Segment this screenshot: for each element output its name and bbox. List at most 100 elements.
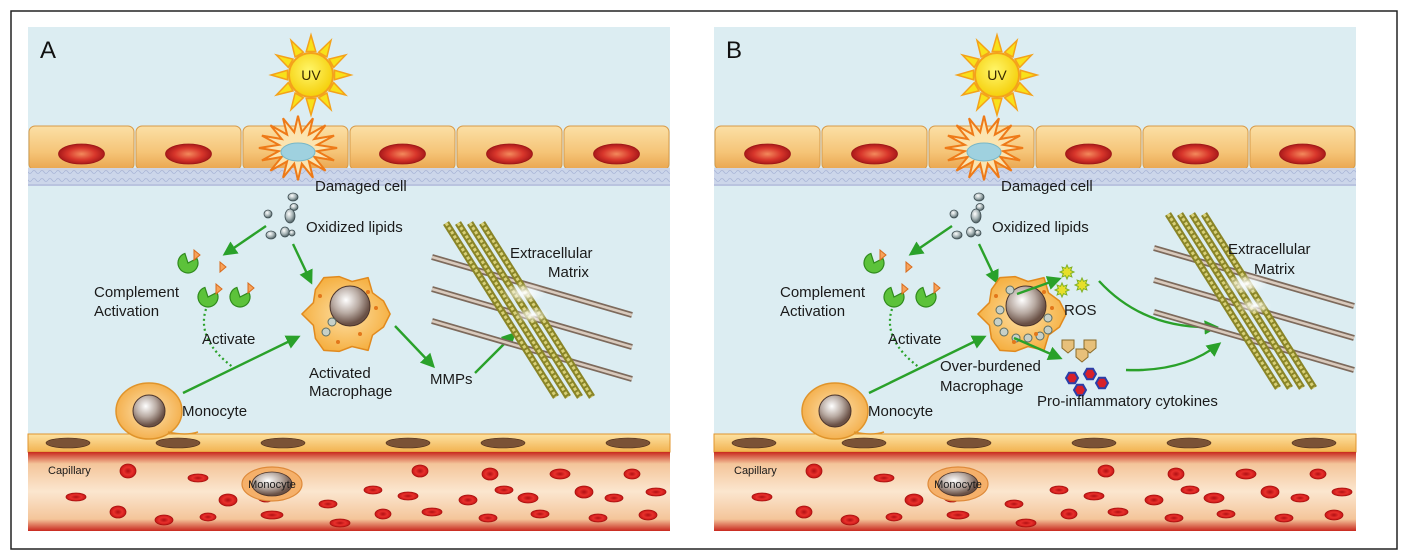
damaged-cell-label: Damaged cell [315,178,407,195]
red-blood-cell [1015,518,1037,528]
macrophage-nucleus [1005,285,1047,327]
macrophage-label-2: Macrophage [309,383,392,400]
vessel-monocyte: Monocyte [927,466,989,502]
red-blood-cell [1260,485,1280,499]
ros-label: ROS [1064,302,1097,319]
red-blood-cell [494,485,514,495]
endothelium [27,433,671,453]
uv-ray [305,32,317,53]
red-blood-cell [481,467,499,481]
red-blood-cell [1049,485,1069,495]
extracellular-matrix [1153,212,1355,390]
monocyte-nucleus [132,394,166,428]
cytokines-label: Pro-inflammatory cytokines [1037,393,1218,410]
red-blood-cell [1167,467,1185,481]
oxidized-lipids-label: Oxidized lipids [992,219,1089,236]
ecm-collagen-texture [456,222,570,398]
granule [1042,290,1046,294]
uv-ray [327,53,348,69]
endothelial-nucleus [946,437,992,449]
red-blood-cell [1107,507,1129,517]
macrophage-label-1: Activated [309,365,371,382]
ecm-label-2: Matrix [1254,261,1295,278]
complement-fragment [905,260,913,274]
monocyte-tail [167,431,199,435]
uv-ray [954,69,975,81]
uv-ray [960,53,981,69]
oxidized-lipid [280,226,290,238]
oxidized-lipid [263,209,273,219]
uv-sun-icon: UV [954,32,1040,118]
ros-particle [1053,281,1071,299]
red-blood-cell [904,493,924,507]
red-blood-cell [458,494,478,506]
uv-ray [1013,53,1034,69]
cytokine-square [1061,339,1075,354]
monocyte-label: Monocyte [182,403,247,420]
granule [1012,340,1016,344]
granule [318,294,322,298]
dotted-activate-line [202,308,235,369]
red-blood-cell [751,492,773,502]
complement-protein [197,286,219,308]
macrophage-nucleus [329,285,371,327]
uv-ray [327,81,348,97]
red-blood-cell [397,491,419,501]
red-blood-cell [478,513,498,523]
red-blood-cell [109,505,127,519]
red-blood-cell [604,493,624,503]
endothelial-nucleus [731,437,777,449]
uv-ray [1013,81,1034,97]
red-blood-cell [218,493,238,507]
vessel-monocyte-nucleus [251,471,293,497]
uv-ray [991,97,1003,118]
granule [1034,332,1038,336]
red-blood-cell [363,485,383,495]
endothelial-nucleus [1291,437,1337,449]
red-blood-cell [1097,464,1115,478]
epidermal-nucleus [851,143,898,165]
granule [374,306,378,310]
red-blood-cell [329,518,351,528]
granule [366,290,370,294]
arrow-lipids-to-complement [222,225,267,256]
cytokine-hex [1072,383,1088,397]
uv-ray [274,53,295,69]
macrophage [301,275,391,353]
damaged-cell-label: Damaged cell [1001,178,1093,195]
uv-ray [1003,38,1019,59]
red-blood-cell [1144,494,1164,506]
arrow-lipids-to-macrophage [291,243,313,285]
complement-fragment [215,282,223,296]
macrophage [977,275,1067,353]
basement-edge [714,184,1356,186]
ecm-collagen-texture [1178,213,1292,389]
ecm-collagen-texture [1166,213,1280,389]
red-blood-cell [1083,491,1105,501]
granule [994,294,998,298]
monocyte [801,382,869,440]
granule [1050,306,1054,310]
ros-particle [1073,276,1091,294]
complement-fragment [219,260,227,274]
epidermal-nucleus [486,143,533,165]
arrow-macrophage-to-ros [1016,276,1062,296]
red-blood-cell [517,492,539,504]
red-blood-cell [260,510,284,520]
epidermal-nucleus [379,143,426,165]
complement-protein [229,286,251,308]
oxidized-lipid [289,203,299,211]
ecm-collagen-texture [444,222,558,398]
endothelial-nucleus [260,437,306,449]
vessel-monocyte-label: Monocyte [934,479,982,491]
uv-ray [274,81,295,97]
dotted-activate-line [888,308,921,369]
red-blood-cell [1290,493,1310,503]
oxidized-lipid [974,229,982,237]
cytokine-hex [1082,367,1098,381]
uv-ray [975,38,991,59]
arrow-lipids-to-complement [908,225,953,256]
complement-fragment [193,248,201,262]
red-blood-cell [795,505,813,519]
